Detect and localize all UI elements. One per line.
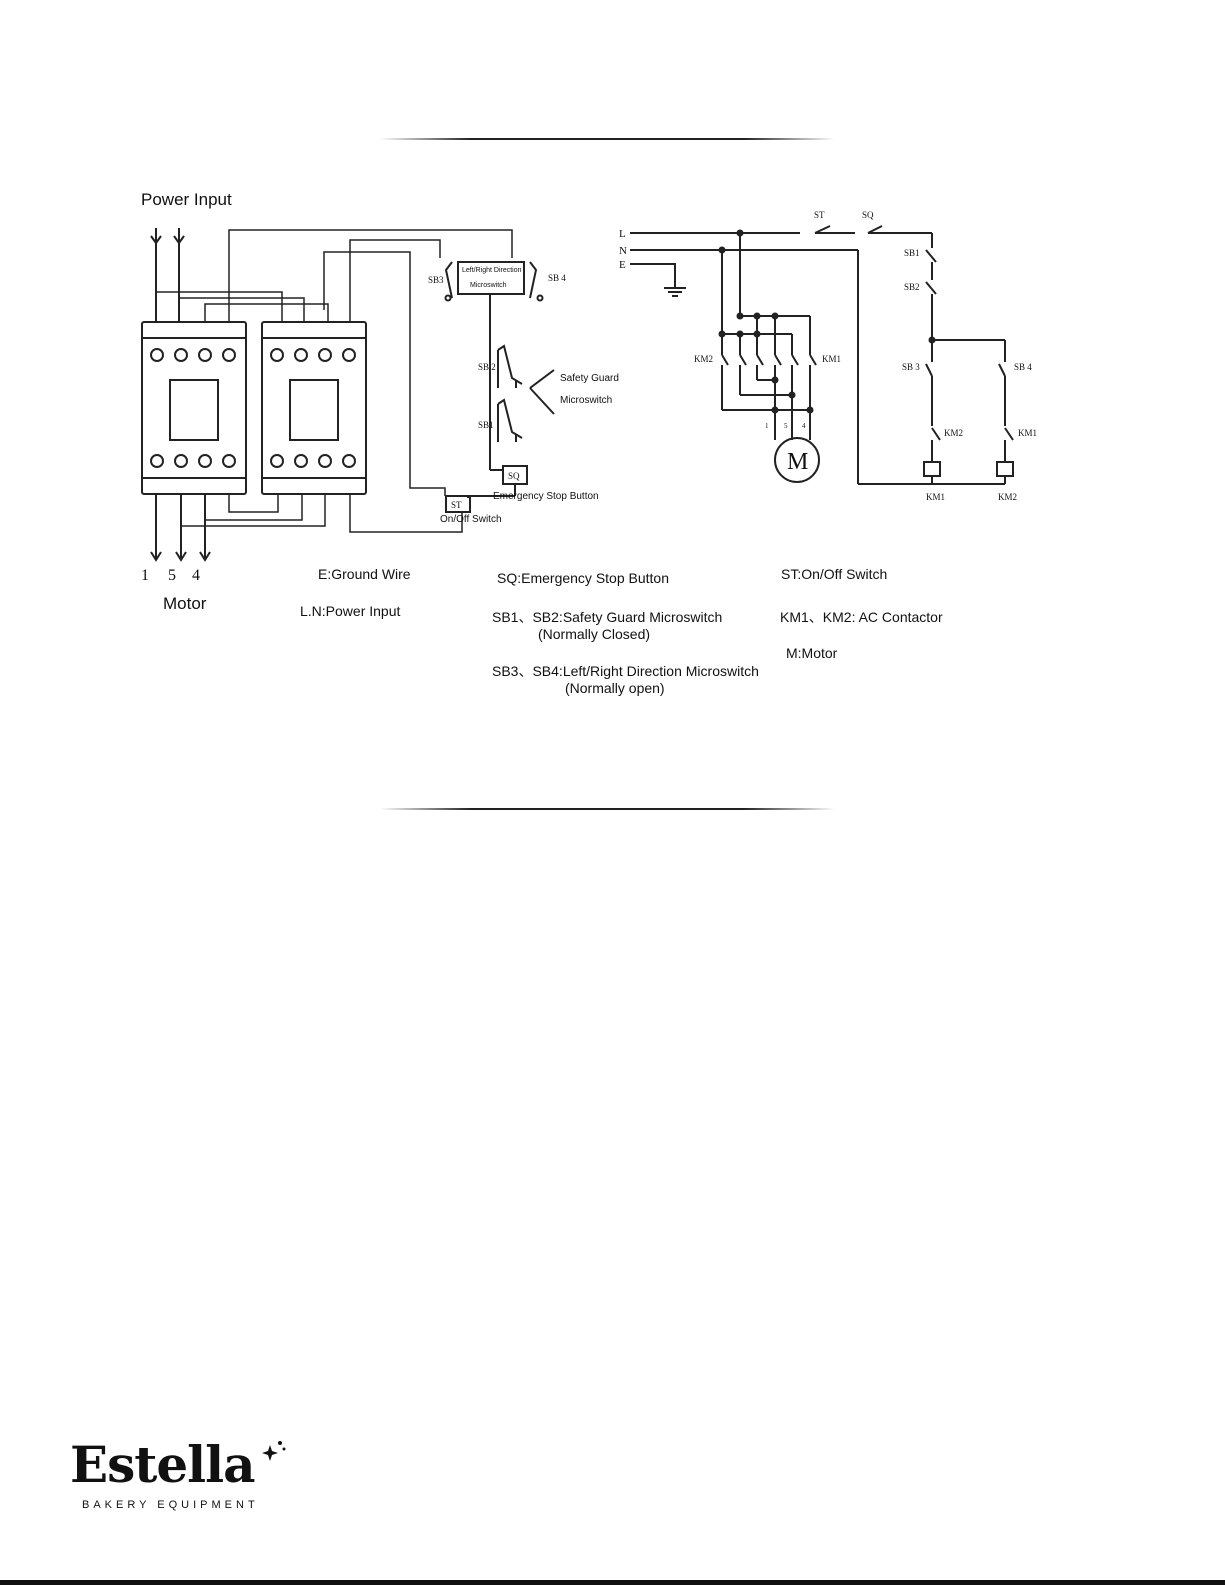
power-input-label: Power Input [141, 190, 232, 209]
st-top-label: ST [814, 210, 825, 220]
line-n-label: N [619, 245, 627, 257]
onoff-switch-label: On/Off Switch [440, 514, 502, 525]
wiring-diagram: Power Input [141, 190, 1037, 613]
sb3-label: SB3 [428, 275, 444, 285]
sb1-right-label: SB1 [904, 248, 920, 258]
motor-leads [150, 494, 211, 562]
motor-terminal-1: 1 [141, 567, 149, 584]
motor-terminal-small-4: 4 [802, 422, 806, 430]
junction-dots [718, 229, 936, 414]
line-l-label: L [619, 228, 626, 240]
legend-ground-wire: E:Ground Wire [318, 566, 411, 582]
lr-switch-label-bottom: Microswitch [470, 282, 507, 289]
km1-coil-label: KM1 [926, 492, 945, 502]
lr-switch-label-top: Left/Right Direction [462, 267, 522, 274]
direction-microswitch [444, 261, 544, 348]
legend-safety-guard: SB1、SB2:Safety Guard Microswitch [492, 609, 723, 625]
contactor-km1 [141, 321, 247, 495]
safety-guard-microswitches [489, 344, 555, 471]
legend-direction-switch-note: (Normally open) [565, 680, 665, 696]
sq-box-label: SQ [508, 471, 520, 481]
sb4-right-label: SB 4 [1014, 362, 1032, 372]
km-contact-label-2: KM1 [1018, 428, 1037, 438]
contactor-top-wires [155, 229, 513, 496]
safety-guard-label-1: Safety Guard [560, 373, 619, 384]
sb2-right-label: SB2 [904, 282, 920, 292]
control-switches [925, 248, 1014, 441]
sparkle-icon [262, 1441, 286, 1461]
legend-ac-contactor: KM1、KM2: AC Contactor [780, 609, 943, 625]
motor-terminal-small-5: 5 [784, 422, 788, 430]
motor-terminal-small-1: 1 [765, 422, 769, 430]
legend-power-input: L.N:Power Input [300, 603, 401, 619]
contactor-bottom-wires [180, 494, 463, 533]
contactor-km2 [261, 321, 367, 495]
km2-left-label: KM2 [694, 354, 713, 364]
sb4-label: SB 4 [548, 273, 566, 283]
motor-terminal-4: 4 [192, 567, 200, 584]
sb2-label: SB 2 [478, 362, 496, 372]
sq-top-label: SQ [862, 210, 874, 220]
legend-direction-switch: SB3、SB4:Left/Right Direction Microswitch [492, 663, 759, 679]
sb1-label: SB1 [478, 420, 494, 430]
motor-terminal-5: 5 [168, 567, 176, 584]
logo-wordmark: Estella [70, 1435, 256, 1494]
motor-label: Motor [163, 594, 207, 613]
bottom-divider [380, 808, 835, 810]
emergency-stop-label: Emergency Stop Button [493, 491, 599, 502]
estella-logo: Estella BAKERY EQUIPMENT [70, 1435, 290, 1525]
km1-right-label: KM1 [822, 354, 841, 364]
line-e-label: E [619, 259, 626, 271]
legend-emergency-stop: SQ:Emergency Stop Button [497, 570, 669, 586]
motor-symbol: M [787, 449, 808, 475]
st-box-label: ST [451, 500, 462, 510]
sb3-right-label: SB 3 [902, 362, 920, 372]
logo-tagline: BAKERY EQUIPMENT [82, 1499, 259, 1511]
onoff-switch-box [445, 495, 471, 513]
footer-bar [0, 1580, 1225, 1585]
top-divider [380, 138, 835, 140]
km2-coil-label: KM2 [998, 492, 1017, 502]
legend-safety-guard-note: (Normally Closed) [538, 626, 651, 642]
legend-onoff-switch: ST:On/Off Switch [781, 566, 888, 582]
km-contact-label-1: KM2 [944, 428, 963, 438]
safety-guard-label-2: Microswitch [560, 395, 612, 406]
legend-motor: M:Motor [786, 645, 838, 661]
